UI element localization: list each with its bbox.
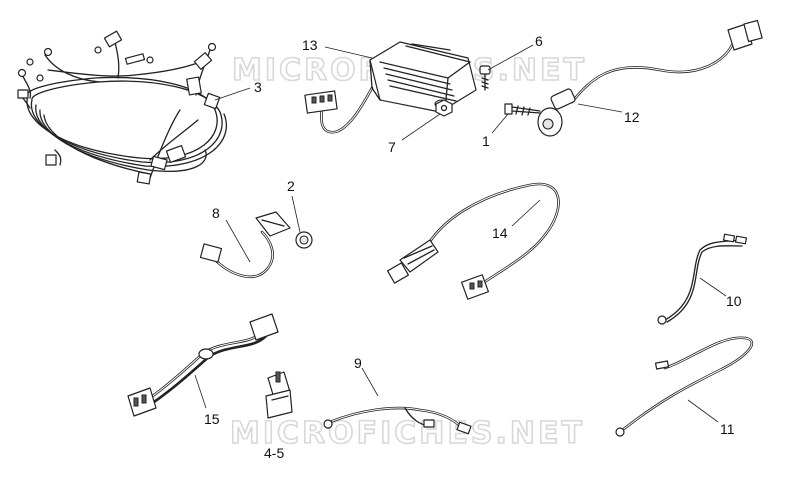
nut-7 xyxy=(435,99,453,117)
callout-9: 9 xyxy=(354,355,362,371)
callout-1: 1 xyxy=(482,133,490,149)
main-wiring-harness xyxy=(17,30,227,185)
screw-6 xyxy=(479,65,491,91)
cap-2 xyxy=(295,231,313,249)
callout-14: 14 xyxy=(492,225,508,241)
cable-11 xyxy=(615,336,754,437)
speed-sensor xyxy=(537,19,763,137)
callout-13: 13 xyxy=(302,37,318,53)
callout-11: 11 xyxy=(720,421,735,437)
callout-10: 10 xyxy=(726,293,742,309)
wire-10 xyxy=(657,233,748,325)
callout-7: 7 xyxy=(388,139,396,155)
callout-8: 8 xyxy=(212,205,220,221)
callout-15: 15 xyxy=(204,411,220,427)
voltage-regulator xyxy=(304,41,477,134)
bolt-1 xyxy=(504,103,541,116)
wire-9 xyxy=(323,406,472,435)
relay-4-5 xyxy=(265,371,293,419)
callout-3: 3 xyxy=(254,79,262,95)
callout-6: 6 xyxy=(535,33,543,49)
stop-switch-14 xyxy=(386,182,560,300)
callout-labels: 3 13 6 7 1 12 2 8 14 10 9 15 11 4-5 xyxy=(204,33,742,461)
callout-12: 12 xyxy=(624,109,640,125)
switch-8 xyxy=(199,211,291,279)
harness-15 xyxy=(127,313,279,417)
watermark-bottom: MICROFICHES.NET xyxy=(230,416,585,451)
callout-2: 2 xyxy=(287,178,295,194)
leader-lines xyxy=(194,44,727,423)
callout-4-5: 4-5 xyxy=(264,445,284,461)
